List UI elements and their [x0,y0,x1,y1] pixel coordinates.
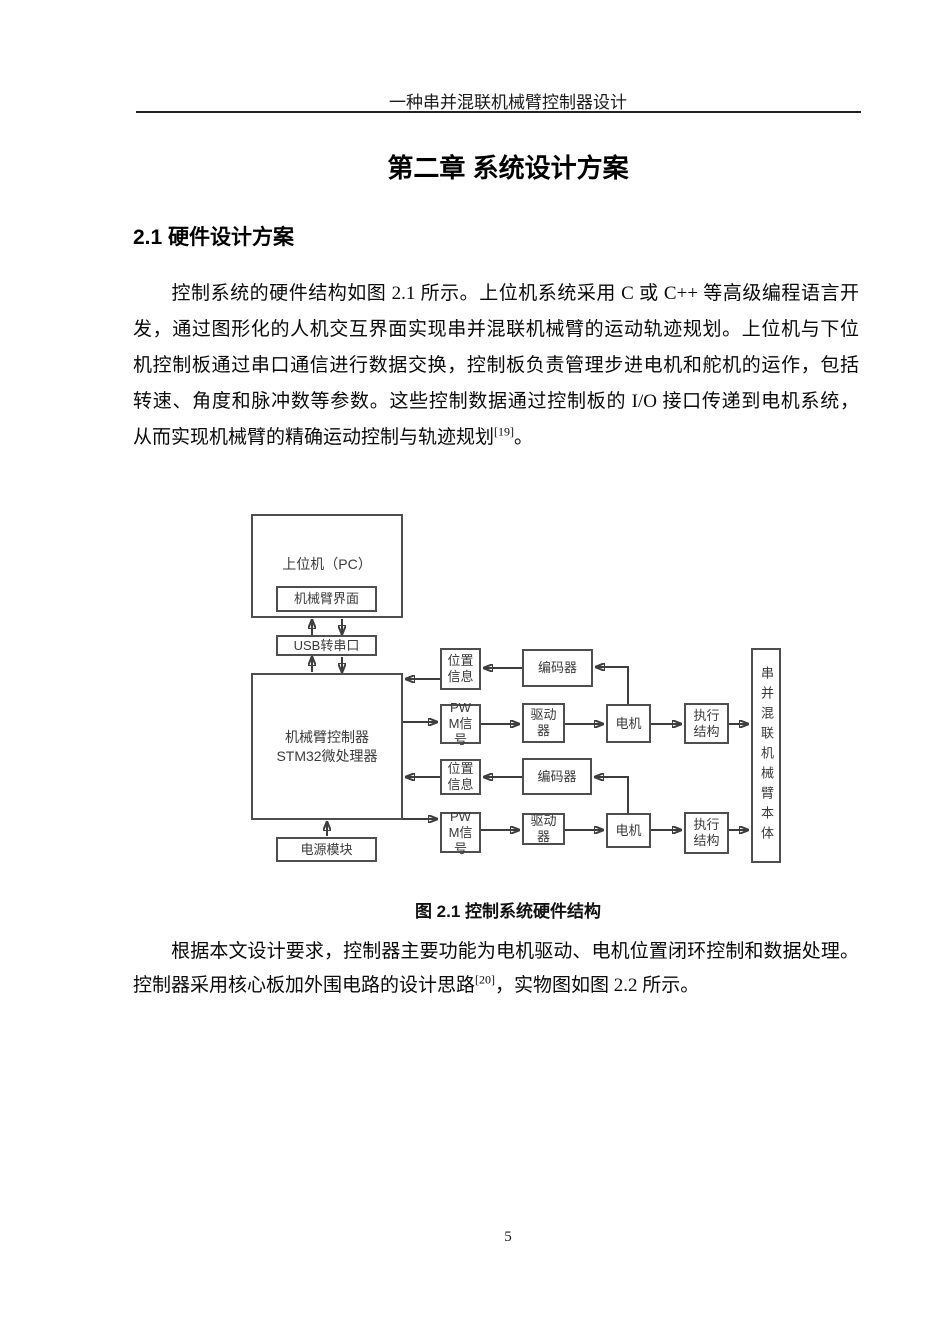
para2-line2: 控制器采用核心板加外围电路的设计思路[20]，实物图如图 2.2 所示。 [133,972,700,996]
para2-line1: 根据本文设计要求，控制器主要功能为电机驱动、电机位置闭环控制和数据处理。 [171,941,859,962]
para1-line2: 发，通过图形化的人机交互界面实现串并混联机械臂的运动轨迹规划。上位机与下位 [133,319,859,340]
block-pwm-signal-2: PW M信 号 [440,809,481,856]
block-position-info-2: 位置 信息 [440,759,481,795]
header-rule [136,111,861,113]
block-driver-1: 驱动 器 [522,703,565,743]
block-driver-2: 驱动 器 [522,813,565,845]
para1-line1: 控制系统的硬件结构如图 2.1 所示。上位机系统采用 C 或 C++ 等高级编程… [171,283,859,304]
paragraph-1: 控制系统的硬件结构如图 2.1 所示。上位机系统采用 C 或 C++ 等高级编程… [133,276,859,456]
para1-line3: 机控制板通过串口通信进行数据交换，控制板负责管理步进电机和舵机的运作，包括 [133,355,859,376]
block-motor-2: 电机 [606,813,651,848]
figure-2-1-block-diagram: 上位机（PC） 机械臂界面 USB转串口 机械臂控制器 STM32微处理器 电源… [240,505,790,875]
chapter-title: 第二章 系统设计方案 [387,153,629,183]
section-heading: 2.1 硬件设计方案 [133,226,295,249]
para1-line4: 转速、角度和脉冲数等参数。这些控制数据通过控制板的 I/O 接口传递到电机系统， [133,391,859,412]
block-arm-ui: 机械臂界面 [276,586,377,612]
block-mcu-label: 机械臂控制器 STM32微处理器 [276,728,378,764]
block-encoder-1: 编码器 [522,649,593,687]
block-position-info-1: 位置 信息 [440,648,481,690]
block-host-pc: 上位机（PC） 机械臂界面 [251,514,403,618]
figure-caption: 图 2.1 控制系统硬件结构 [414,902,602,921]
block-arm-body: 串并混联机械臂本体 [751,648,781,863]
block-actuator-1: 执行 结构 [684,703,729,744]
page-number: 5 [504,1229,512,1245]
block-usb-serial: USB转串口 [276,635,377,656]
block-pwm-signal-1: PW M信 号 [440,700,481,747]
block-host-pc-label: 上位机（PC） [282,556,372,572]
citation-19: [19] [494,424,515,439]
diagram-connector-lines [240,619,790,836]
para1-line5: 从而实现机械臂的精确运动控制与轨迹规划[19]。 [133,424,534,448]
running-header: 一种串并混联机械臂控制器设计 [389,93,627,112]
block-actuator-2: 执行 结构 [684,812,729,854]
block-power-module: 电源模块 [276,837,377,862]
block-encoder-2: 编码器 [522,758,592,795]
paragraph-2: 根据本文设计要求，控制器主要功能为电机驱动、电机位置闭环控制和数据处理。 控制器… [133,935,859,1005]
citation-20: [20] [475,972,496,987]
block-motor-1: 电机 [606,704,651,743]
block-mcu-stm32: 机械臂控制器 STM32微处理器 [251,673,403,820]
